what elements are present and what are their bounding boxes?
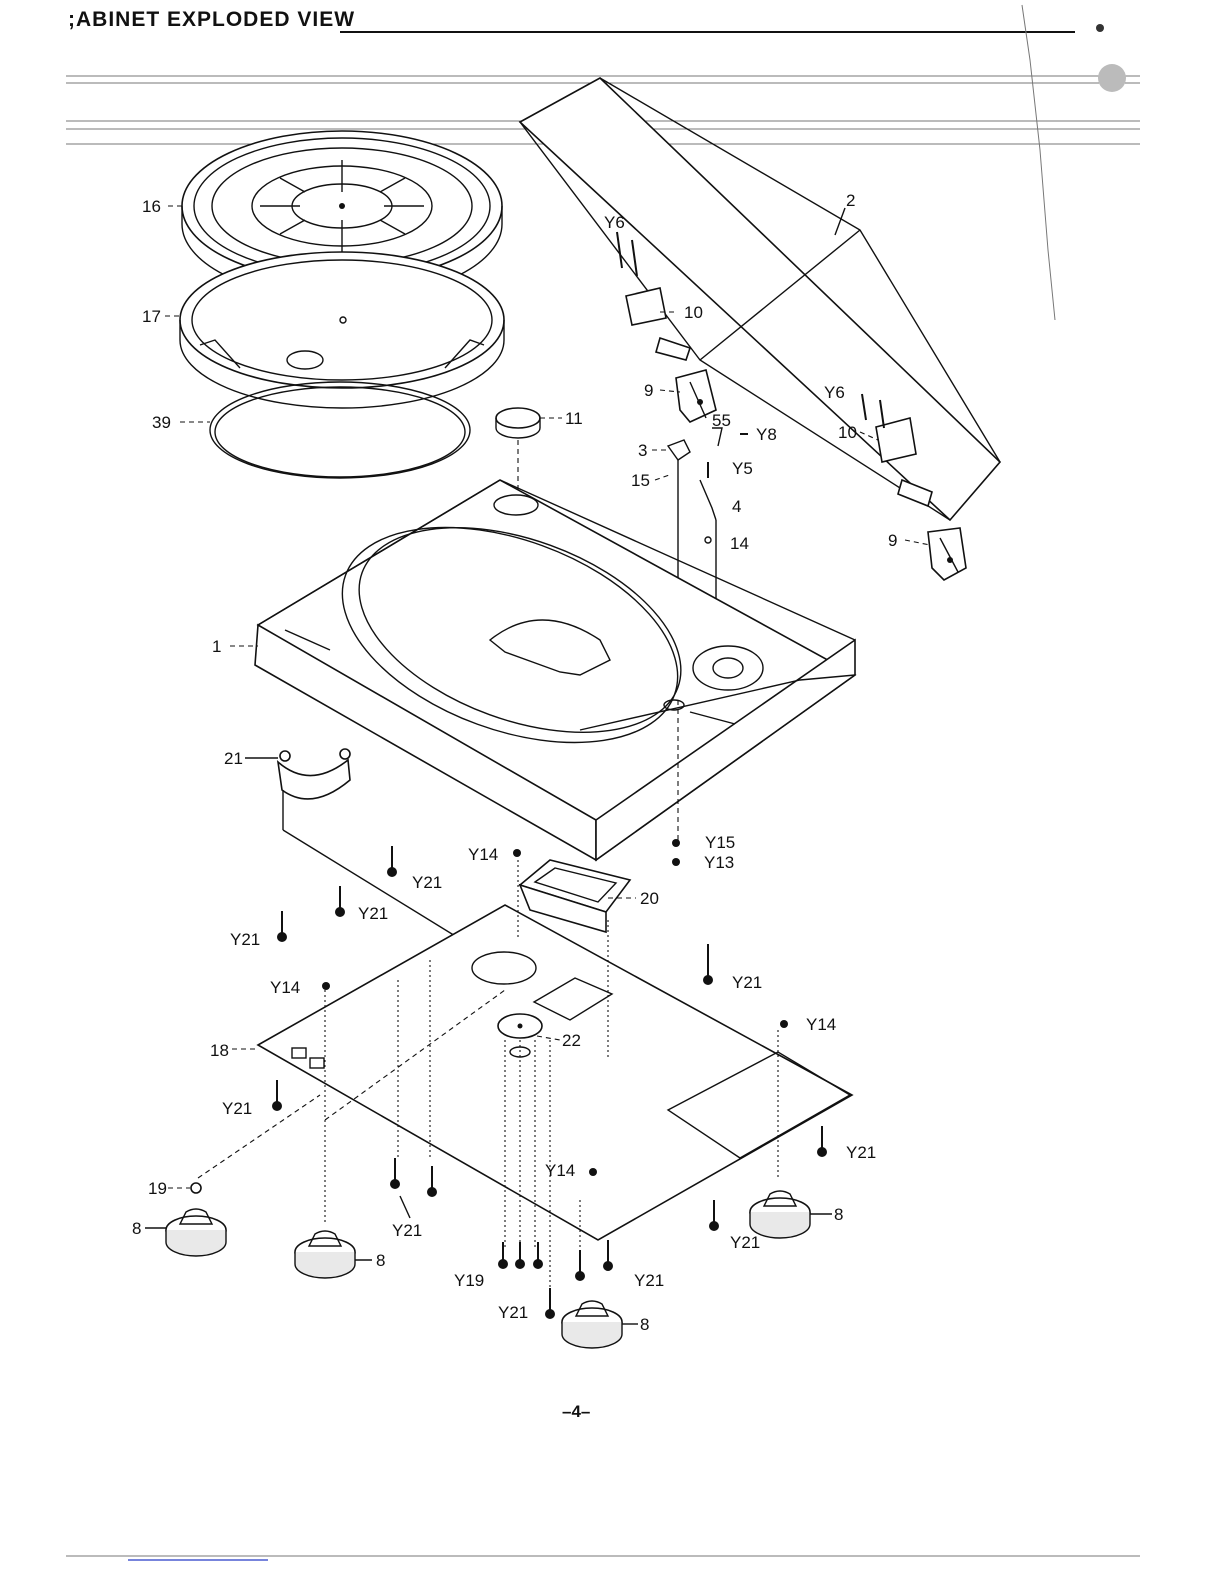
platter (180, 252, 504, 408)
callout-y21-f: Y21 (846, 1143, 876, 1162)
callout-14: 14 (730, 534, 749, 553)
callout-y21-b: Y21 (358, 904, 388, 923)
box-20 (520, 860, 630, 932)
callout-16: 16 (142, 197, 161, 216)
callout-18: 18 (210, 1041, 229, 1060)
callout-y14-b: Y14 (270, 978, 300, 997)
callout-y6-lower: Y6 (824, 383, 845, 402)
callout-y21-e: Y21 (222, 1099, 252, 1118)
callout-y21-d: Y21 (732, 973, 762, 992)
hinge-upper (676, 370, 716, 422)
callout-20: 20 (640, 889, 659, 908)
callout-y14-c: Y14 (806, 1015, 836, 1034)
callout-22: 22 (562, 1031, 581, 1050)
callout-3: 3 (638, 441, 647, 460)
drive-belt (210, 382, 470, 478)
callout-11: 11 (565, 409, 583, 428)
callout-8-left: 8 (132, 1219, 141, 1238)
callout-8-right: 8 (834, 1205, 843, 1224)
hinge-lower (928, 528, 966, 580)
bottom-board (198, 905, 852, 1240)
callout-y21-g: Y21 (392, 1221, 422, 1240)
callout-15: 15 (631, 471, 650, 490)
callout-1: 1 (212, 637, 221, 656)
callout-10-upper: 10 (684, 303, 703, 322)
callout-y21-h: Y21 (730, 1233, 760, 1252)
callout-y8: Y8 (756, 425, 777, 444)
callout-10-lower: 10 (838, 423, 857, 442)
callout-17: 17 (142, 307, 161, 326)
page-number: –4– (562, 1402, 590, 1422)
callout-39: 39 (152, 413, 171, 432)
callout-2: 2 (846, 191, 855, 210)
callout-y15: Y15 (705, 833, 735, 852)
callout-9-upper: 9 (644, 381, 653, 400)
callout-y13: Y13 (704, 853, 734, 872)
foot-center-left (295, 1231, 355, 1278)
callout-y21-c: Y21 (230, 930, 260, 949)
callout-4: 4 (732, 497, 741, 516)
foot-center (562, 1301, 622, 1348)
callout-y21-a: Y21 (412, 873, 442, 892)
cabinet (255, 480, 855, 860)
callout-y14-d: Y14 (545, 1161, 575, 1180)
callout-y5: Y5 (732, 459, 753, 478)
callout-55: 55 (712, 411, 731, 430)
callout-y6-upper: Y6 (604, 213, 625, 232)
foot-left (166, 1209, 226, 1256)
callout-19: 19 (148, 1179, 167, 1198)
callout-21: 21 (224, 749, 243, 768)
callout-y19: Y19 (454, 1271, 484, 1290)
callout-9-lower: 9 (888, 531, 897, 550)
callout-y21-i: Y21 (634, 1271, 664, 1290)
callout-y21-j: Y21 (498, 1303, 528, 1322)
callout-8-center: 8 (640, 1315, 649, 1334)
foot-right (750, 1191, 810, 1238)
callout-y14-a: Y14 (468, 845, 498, 864)
callout-8-center-left: 8 (376, 1251, 385, 1270)
